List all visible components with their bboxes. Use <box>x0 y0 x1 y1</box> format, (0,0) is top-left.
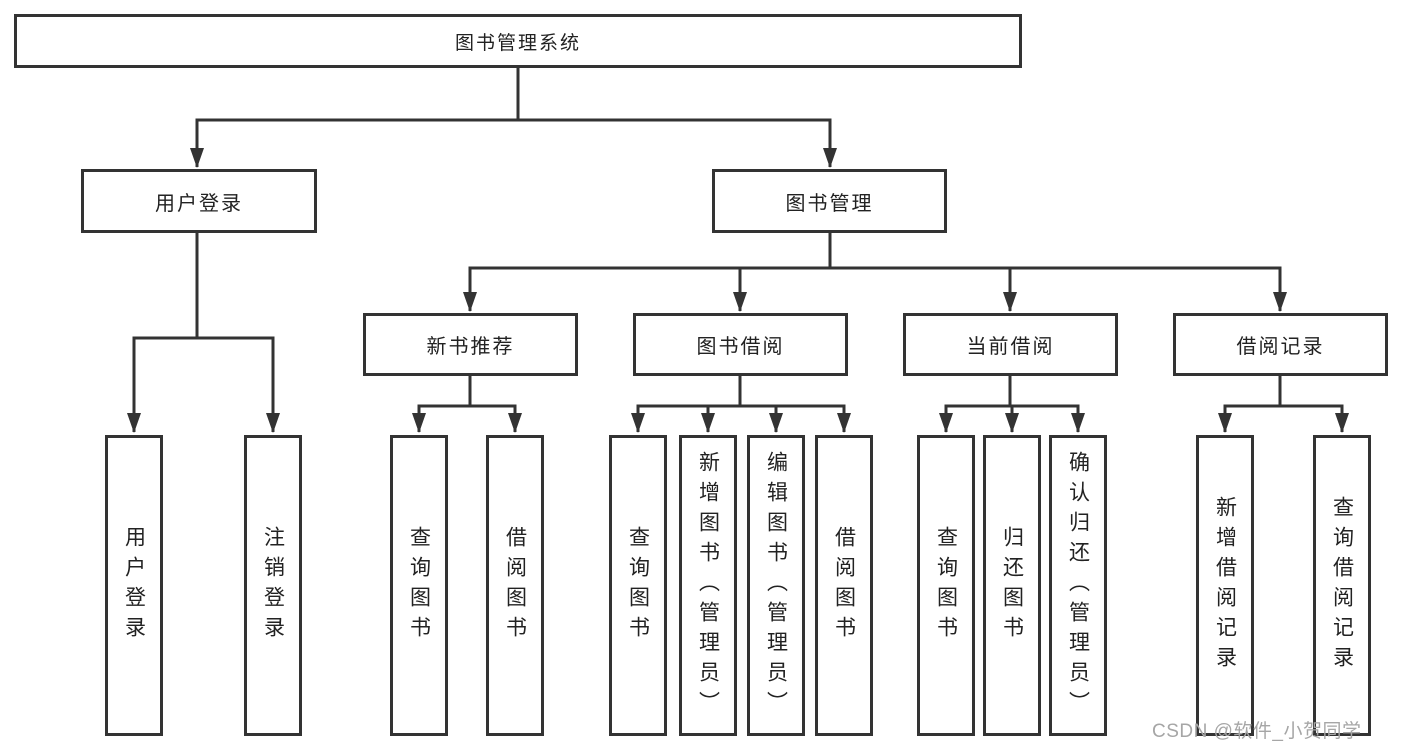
node-current-borrowing: 当前借阅 <box>903 313 1118 376</box>
node-label: 新书推荐 <box>426 336 515 358</box>
leaf-query-books: 查询图书 <box>917 435 975 736</box>
node-label: 图书管理 <box>785 192 874 215</box>
node-label: 查询图书 <box>934 525 958 646</box>
leaf-logout: 注销登录 <box>244 435 302 736</box>
node-label: 确认归还（管理员） <box>1066 450 1090 721</box>
connector-spine <box>132 68 1344 408</box>
leaf-borrow-books: 借阅图书 <box>815 435 873 736</box>
node-borrowing-records: 借阅记录 <box>1173 313 1388 376</box>
node-library-management-system: 图书管理系统 <box>14 14 1022 68</box>
leaf-return-books: 归还图书 <box>983 435 1041 736</box>
node-user-login-module: 用户登录 <box>81 169 317 233</box>
node-label: 查询借阅记录 <box>1330 495 1354 676</box>
node-label: 借阅图书 <box>832 525 856 646</box>
node-new-book-recommendation: 新书推荐 <box>363 313 578 376</box>
leaf-borrow-books: 借阅图书 <box>486 435 544 736</box>
leaf-user-login: 用户登录 <box>105 435 163 736</box>
node-label: 用户登录 <box>155 192 243 215</box>
connector-arrows <box>127 120 1349 433</box>
node-label: 注销登录 <box>261 525 285 646</box>
leaf-add-borrow-record: 新增借阅记录 <box>1196 435 1254 736</box>
node-label: 新增借阅记录 <box>1213 495 1237 676</box>
node-label: 图书管理系统 <box>454 32 581 54</box>
node-label: 借阅记录 <box>1236 336 1325 358</box>
leaf-query-books: 查询图书 <box>390 435 448 736</box>
node-label: 新增图书（管理员） <box>696 450 720 721</box>
node-label: 编辑图书（管理员） <box>764 450 788 721</box>
node-label: 用户登录 <box>122 525 146 646</box>
node-label: 当前借阅 <box>966 336 1055 358</box>
node-label: 查询图书 <box>407 525 431 646</box>
leaf-confirm-return-admin: 确认归还（管理员） <box>1049 435 1107 736</box>
csdn-watermark: CSDN @软件_小贺同学 <box>1152 721 1362 742</box>
node-label: 借阅图书 <box>503 525 527 646</box>
leaf-add-books-admin: 新增图书（管理员） <box>679 435 737 736</box>
node-label: 查询图书 <box>626 525 650 646</box>
leaf-edit-books-admin: 编辑图书（管理员） <box>747 435 805 736</box>
node-book-management-module: 图书管理 <box>712 169 947 233</box>
node-book-borrowing: 图书借阅 <box>633 313 848 376</box>
node-label: 归还图书 <box>1000 525 1024 646</box>
node-label: 图书借阅 <box>696 336 785 358</box>
leaf-query-books: 查询图书 <box>609 435 667 736</box>
leaf-query-borrow-record: 查询借阅记录 <box>1313 435 1371 736</box>
